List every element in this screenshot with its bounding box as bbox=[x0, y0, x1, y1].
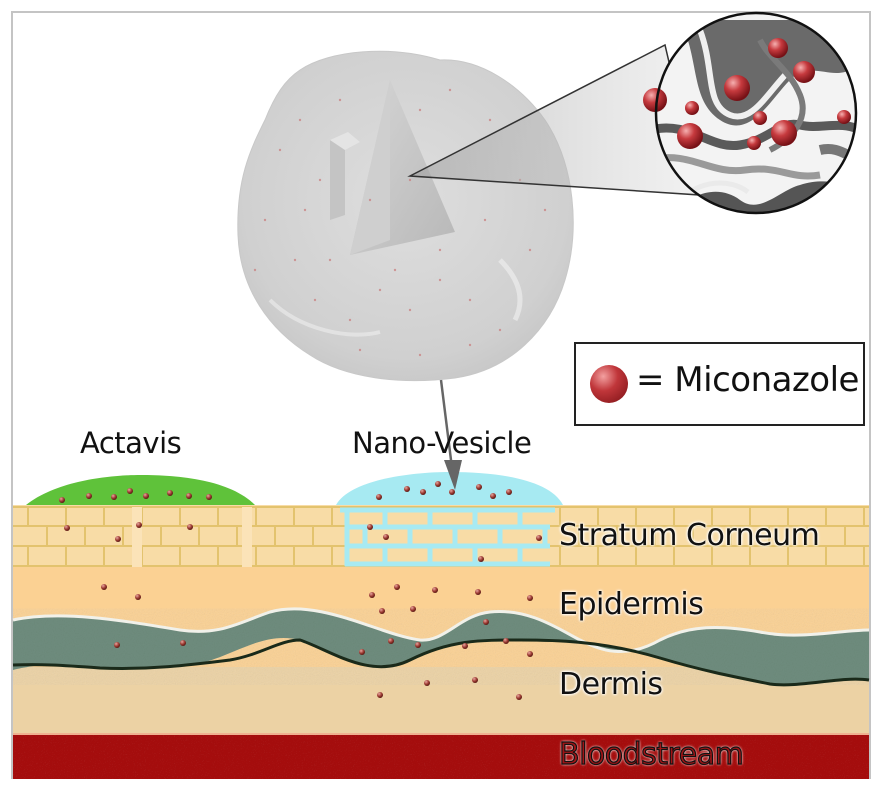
bloodstream-layer bbox=[13, 734, 869, 779]
actavis-label: Actavis bbox=[80, 426, 182, 460]
nanovesicle-label: Nano-Vesicle bbox=[352, 426, 532, 460]
epidermis-label: Epidermis bbox=[559, 587, 704, 622]
stratum-corneum-layer bbox=[13, 505, 869, 567]
microneedle-patch bbox=[237, 50, 574, 382]
dermis-label: Dermis bbox=[559, 667, 663, 702]
miconazole-sphere-icon bbox=[590, 365, 628, 403]
legend-text: = Miconazole bbox=[636, 360, 859, 400]
miconazole-particles bbox=[59, 481, 542, 700]
stratum-corneum-label: Stratum Corneum bbox=[559, 518, 820, 553]
legend: = Miconazole bbox=[574, 342, 865, 426]
application-arrow bbox=[439, 379, 462, 490]
bloodstream-label: Bloodstream bbox=[558, 736, 744, 772]
nanovesicle-gel bbox=[336, 472, 563, 505]
skin-layers bbox=[12, 505, 870, 779]
actavis-gel bbox=[26, 475, 255, 505]
